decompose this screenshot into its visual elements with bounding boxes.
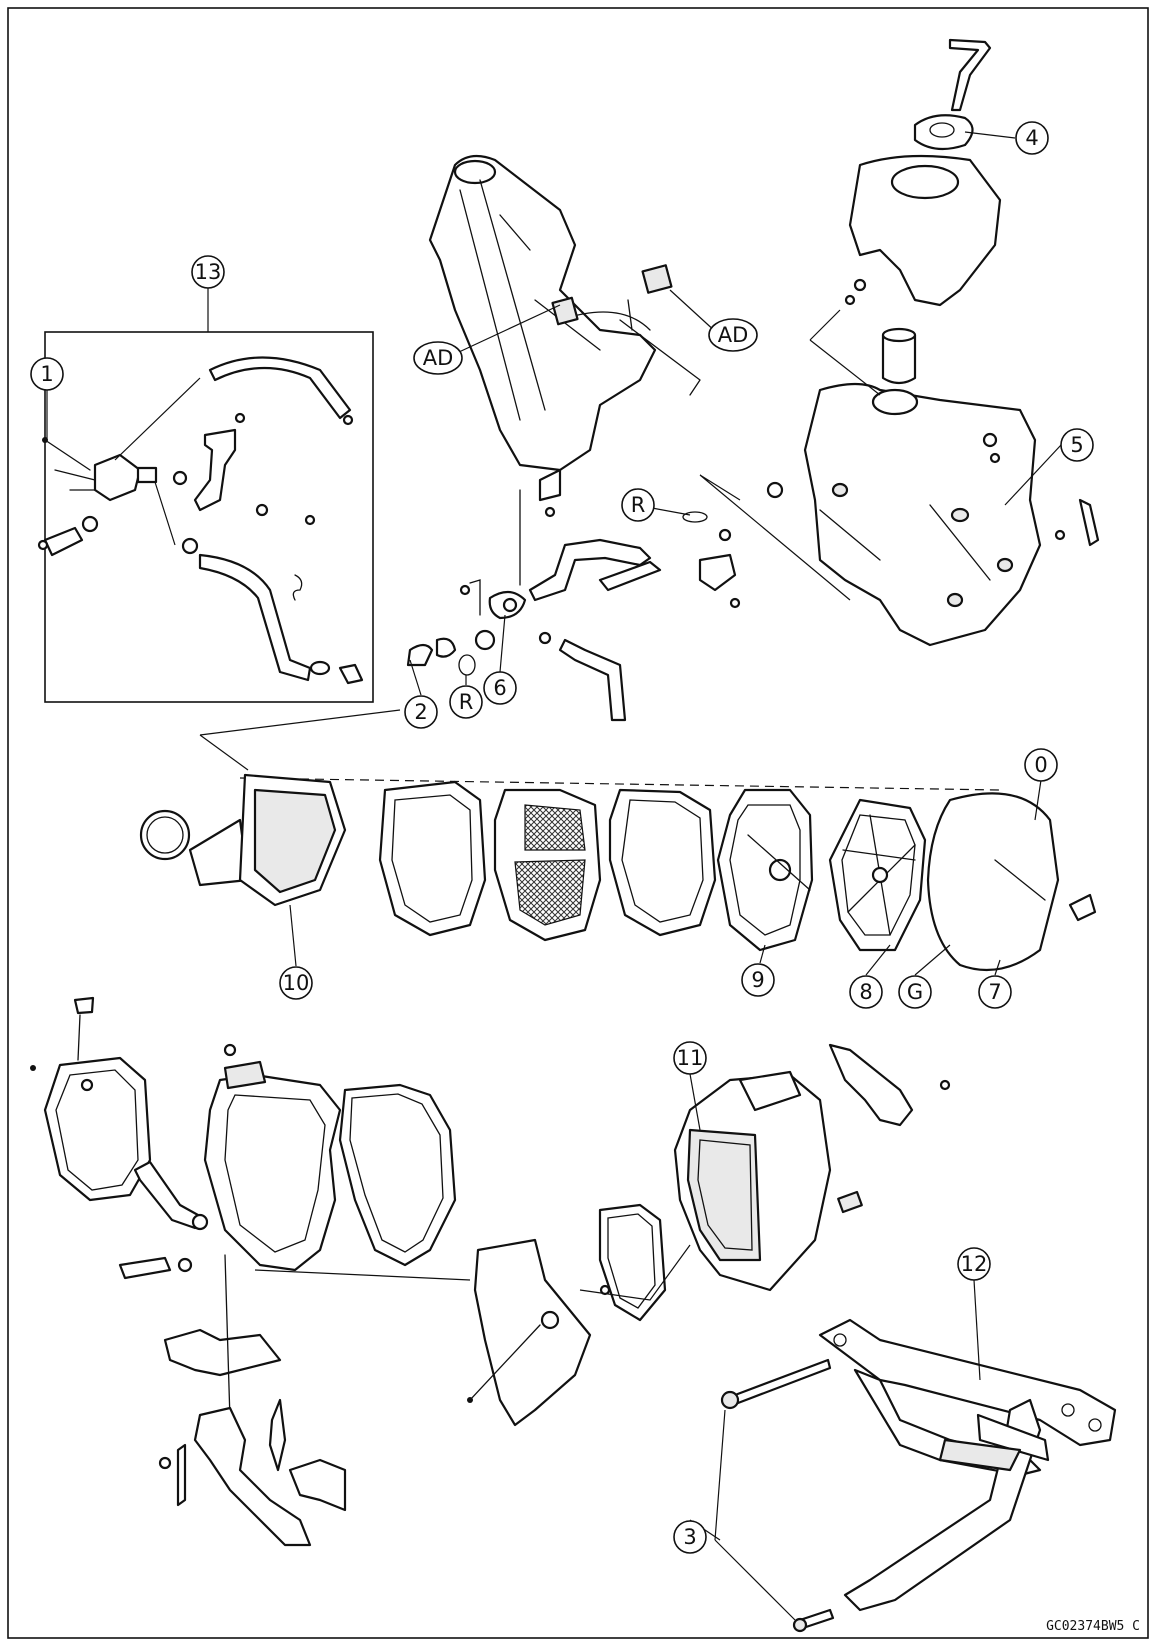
svg-text:11: 11 bbox=[677, 1046, 704, 1070]
svg-text:6: 6 bbox=[493, 676, 506, 700]
callout-ad-right: AD bbox=[708, 318, 758, 352]
svg-text:1: 1 bbox=[40, 362, 53, 386]
svg-text:G: G bbox=[907, 980, 923, 1004]
svg-text:12: 12 bbox=[961, 1252, 988, 1276]
callout-10: 10 bbox=[279, 966, 313, 1000]
air-box-lower-parts bbox=[30, 996, 471, 1547]
svg-text:9: 9 bbox=[751, 968, 764, 992]
fuel-tank-part bbox=[766, 38, 1100, 647]
figure-border bbox=[7, 7, 1149, 1639]
fuel-tap-part bbox=[406, 468, 851, 722]
callout-g: G bbox=[898, 975, 932, 1009]
callout-6: 6 bbox=[483, 671, 517, 705]
callout-0: 0 bbox=[1024, 748, 1058, 782]
svg-text:3: 3 bbox=[683, 1525, 696, 1549]
figure-code: GC02374BW5 C bbox=[1046, 1619, 1140, 1634]
callout-ad-left: AD bbox=[413, 341, 463, 375]
leader-lines bbox=[46, 131, 1062, 1541]
svg-text:4: 4 bbox=[1025, 126, 1038, 150]
subframe-part bbox=[714, 1318, 1117, 1633]
callout-11: 11 bbox=[673, 1041, 707, 1075]
callout-9: 9 bbox=[741, 963, 775, 997]
side-cover-parts bbox=[467, 1043, 951, 1427]
svg-text:0: 0 bbox=[1034, 753, 1047, 777]
callout-4: 4 bbox=[1015, 121, 1049, 155]
callout-8: 8 bbox=[849, 975, 883, 1009]
main-frame-part bbox=[428, 154, 701, 472]
vacuum-valve-box bbox=[37, 331, 374, 703]
svg-text:8: 8 bbox=[859, 980, 872, 1004]
callout-12: 12 bbox=[957, 1247, 991, 1281]
svg-text:AD: AD bbox=[718, 323, 749, 347]
svg-text:13: 13 bbox=[195, 260, 222, 284]
svg-text:5: 5 bbox=[1070, 433, 1083, 457]
callout-3: 3 bbox=[673, 1520, 707, 1554]
svg-text:10: 10 bbox=[283, 971, 310, 995]
air-cleaner-assembly bbox=[139, 709, 1097, 972]
callout-1: 1 bbox=[30, 357, 64, 391]
callout-7: 7 bbox=[978, 975, 1012, 1009]
callout-13: 13 bbox=[191, 255, 225, 289]
svg-text:AD: AD bbox=[423, 346, 454, 370]
callout-r-lower: R bbox=[449, 685, 483, 719]
callout-2: 2 bbox=[404, 695, 438, 729]
svg-text:2: 2 bbox=[414, 700, 427, 724]
svg-text:R: R bbox=[631, 493, 646, 517]
callout-5: 5 bbox=[1060, 428, 1094, 462]
svg-text:R: R bbox=[459, 690, 474, 714]
callout-r-upper: R bbox=[621, 488, 655, 522]
svg-text:7: 7 bbox=[988, 980, 1001, 1004]
